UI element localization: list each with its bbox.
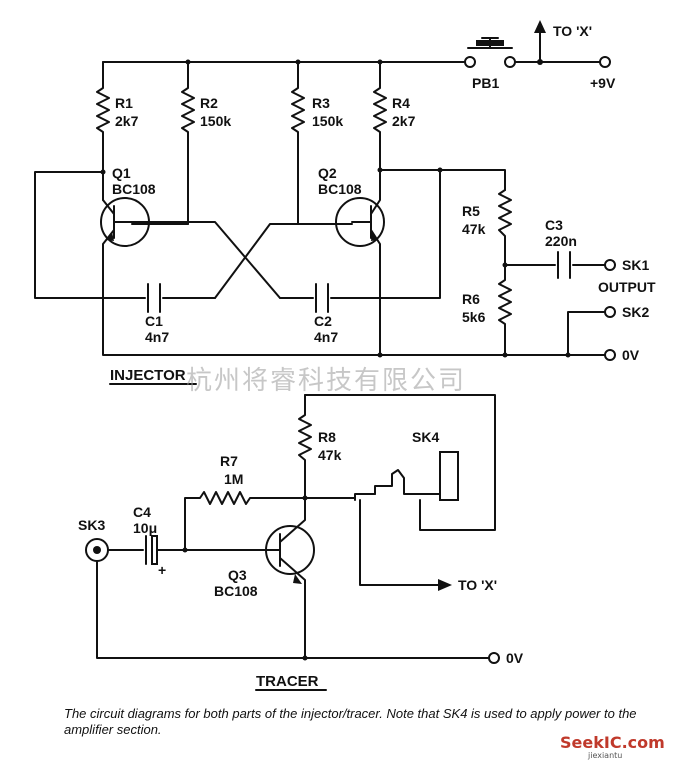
sk3-label: SK3: [78, 517, 105, 533]
zero-volt-rail: [102, 299, 606, 356]
q2-transistor: [335, 169, 385, 301]
r8-value: 47k: [318, 447, 342, 463]
q3-transistor: [184, 497, 315, 659]
injector-circuit: R1 2k7 R2 150k R3 150k R4 2k7 Q1 BC108 Q…: [34, 20, 656, 385]
sk1-socket[interactable]: [604, 259, 616, 271]
output-label: OUTPUT: [598, 279, 656, 295]
c3-value: 220n: [545, 233, 577, 249]
sk1-label: SK1: [622, 257, 649, 273]
tracer-circuit: R8 47k R7 1M C4 10μ + Q3 BC108 SK3 SK4 T…: [78, 394, 524, 691]
c4-plus: +: [158, 562, 166, 578]
c4-ref: C4: [133, 504, 151, 520]
supply-label: +9V: [590, 75, 616, 91]
c2-capacitor: [279, 283, 381, 313]
q1-value: BC108: [112, 181, 156, 197]
r8-ref: R8: [318, 429, 336, 445]
tracer-to-x-label: TO 'X': [458, 577, 497, 593]
r1-value: 2k7: [115, 113, 139, 129]
r2-ref: R2: [200, 95, 218, 111]
cross-coupling: [131, 221, 353, 299]
tracer-zero-volt-terminal[interactable]: [488, 652, 500, 664]
pb1-label: PB1: [472, 75, 499, 91]
r4-ref: R4: [392, 95, 410, 111]
sk2-label: SK2: [622, 304, 649, 320]
c1-capacitor: [102, 283, 216, 313]
r4-value: 2k7: [392, 113, 416, 129]
q3-ref: Q3: [228, 567, 247, 583]
site-logo: SeekIC.com: [560, 733, 665, 752]
r5-ref: R5: [462, 203, 480, 219]
r6-ref: R6: [462, 291, 480, 307]
r5-resistor: [498, 189, 512, 266]
pb1-pushbutton: [464, 37, 516, 68]
sk4-label: SK4: [412, 429, 439, 445]
c1-ref: C1: [145, 313, 163, 329]
r7-value: 1M: [224, 471, 243, 487]
r5-value: 47k: [462, 221, 486, 237]
tracer-zero-volt-label: 0V: [506, 650, 524, 666]
r6-resistor: [498, 264, 512, 356]
r7-ref: R7: [220, 453, 238, 469]
injector-zero-volt-terminal[interactable]: [604, 349, 616, 361]
sk3-socket[interactable]: [85, 538, 109, 562]
q2-value: BC108: [318, 181, 362, 197]
r2-value: 150k: [200, 113, 231, 129]
c1-value: 4n7: [145, 329, 169, 345]
r2-resistor: [181, 61, 195, 225]
watermark-text: 杭州将睿科技有限公司: [186, 366, 467, 396]
c4-value: 10μ: [133, 520, 157, 536]
r1-ref: R1: [115, 95, 133, 111]
c2-ref: C2: [314, 313, 332, 329]
figure-caption: The circuit diagrams for both parts of t…: [64, 706, 637, 737]
r4-resistor: [373, 61, 387, 171]
r3-value: 150k: [312, 113, 343, 129]
c3-ref: C3: [545, 217, 563, 233]
sk4-jack[interactable]: [354, 451, 459, 501]
c3-capacitor: [504, 251, 606, 279]
injector-to-x-label: TO 'X': [553, 23, 592, 39]
q1-transistor: [100, 175, 150, 301]
r3-resistor: [291, 61, 305, 225]
injector-zero-volt-label: 0V: [622, 347, 640, 363]
r3-ref: R3: [312, 95, 330, 111]
c2-value: 4n7: [314, 329, 338, 345]
r1-resistor: [96, 61, 110, 177]
sk2-socket[interactable]: [604, 306, 616, 318]
r8-resistor: [298, 394, 312, 499]
r7-resistor: [184, 491, 306, 551]
q2-ref: Q2: [318, 165, 337, 181]
site-logo-subtext: jiexiantu: [588, 751, 623, 760]
q3-value: BC108: [214, 583, 258, 599]
injector-section-label: INJECTOR: [110, 367, 186, 384]
c4-capacitor: [107, 535, 186, 565]
tracer-section-label: TRACER: [256, 673, 319, 690]
r6-value: 5k6: [462, 309, 486, 325]
q1-ref: Q1: [112, 165, 131, 181]
